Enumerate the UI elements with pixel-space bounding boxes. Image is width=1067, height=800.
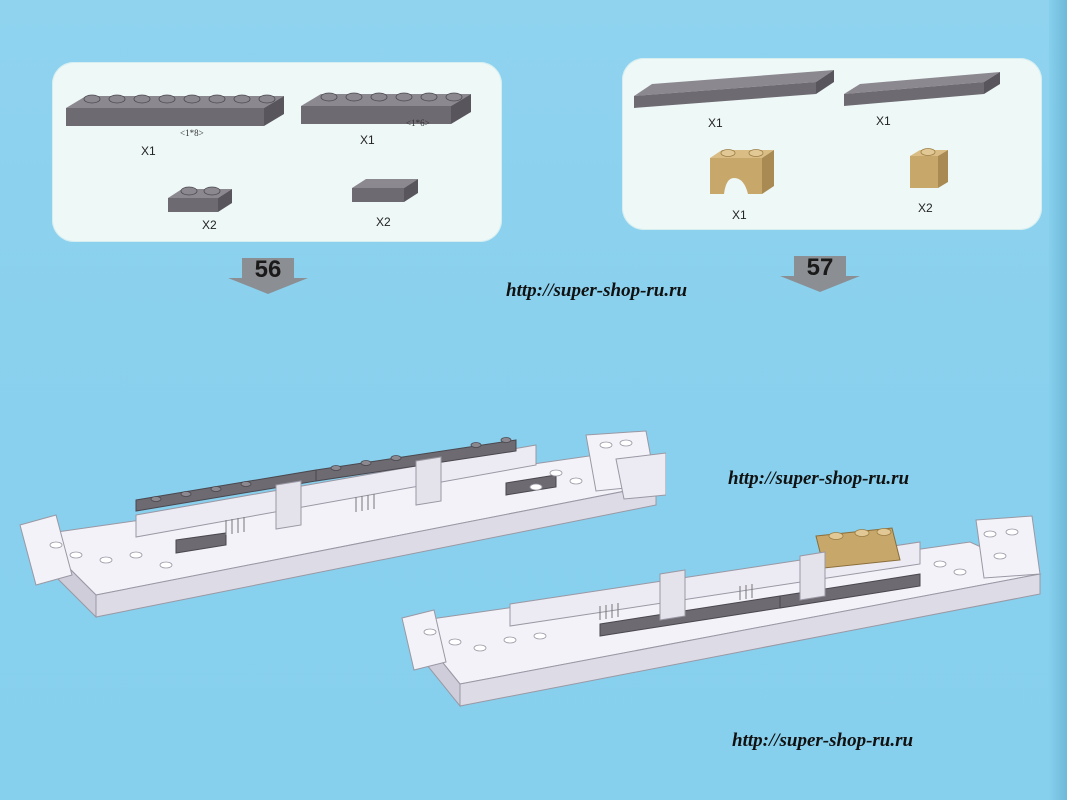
tile-1x2-part [352,179,418,202]
model-step-56-illustration [19,430,666,619]
tan-brick-1x1-part [910,148,948,188]
part-quantity: X2 [918,201,933,215]
plate-1x6-part [301,92,471,124]
plate-1x2-part [168,186,232,212]
watermark-url: http://super-shop-ru.ru [732,730,914,751]
long-tile-part [634,70,834,108]
part-quantity: X2 [202,218,217,232]
part-dimension-label: <1*8> [180,128,204,138]
long-tile-part [844,72,1000,106]
watermark-url: http://super-shop-ru.ru [728,468,910,489]
plate-1x8-part [66,94,284,126]
part-dimension-label: <1*6> [406,118,430,128]
step-number: 56 [254,256,282,283]
part-quantity: X1 [708,116,723,130]
step-57-parts-panel: X1 X1 X1 X2 [622,58,1042,230]
step-56-parts-panel: <1*8> X1 <1*6> X1 X2 X2 [52,62,502,242]
step-number: 57 [806,254,834,281]
part-quantity: X1 [141,144,156,158]
tan-arch-brick-part [710,149,774,194]
part-quantity: X1 [360,133,375,147]
part-quantity: X1 [876,114,891,128]
part-quantity: X1 [732,208,747,222]
part-quantity: X2 [376,215,391,229]
watermark-url: http://super-shop-ru.ru [506,280,688,301]
page-edge [1049,0,1067,800]
step-56-arrow: 56 [226,256,310,296]
step-57-arrow: 57 [778,254,862,294]
model-step-57-illustration [401,515,1042,708]
